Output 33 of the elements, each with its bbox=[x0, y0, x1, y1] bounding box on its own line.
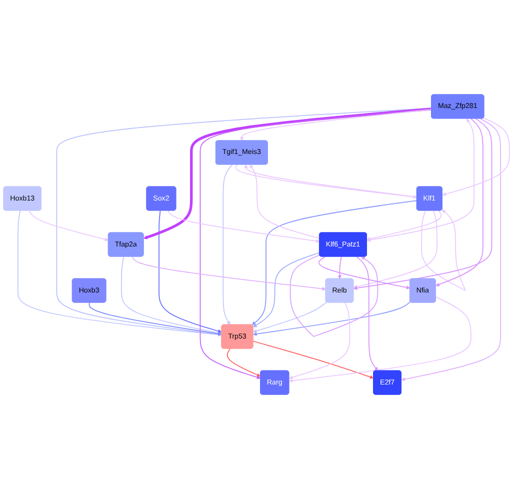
arrow bbox=[353, 118, 492, 290]
arrow bbox=[253, 302, 327, 333]
arrow bbox=[168, 210, 320, 243]
arrow bbox=[436, 118, 484, 286]
arrow bbox=[222, 164, 233, 325]
arrow bbox=[353, 210, 438, 289]
arrow bbox=[226, 348, 261, 377]
arrow bbox=[252, 200, 418, 326]
arrow bbox=[253, 252, 320, 328]
arrow bbox=[356, 256, 378, 371]
arrow bbox=[288, 302, 350, 380]
arrow bbox=[252, 340, 374, 379]
arrow bbox=[253, 301, 411, 336]
arrow bbox=[421, 209, 466, 291]
arrow bbox=[442, 118, 510, 196]
arrow bbox=[132, 256, 326, 291]
arrow bbox=[318, 256, 410, 290]
arrow bbox=[144, 108, 432, 240]
arrow bbox=[366, 118, 474, 242]
arrow bbox=[56, 108, 432, 336]
arrow bbox=[338, 256, 342, 279]
arrow bbox=[288, 296, 472, 383]
arrow bbox=[158, 210, 222, 333]
arrow bbox=[88, 302, 222, 336]
arrow bbox=[401, 118, 502, 382]
arrow bbox=[120, 256, 222, 335]
arrow bbox=[366, 210, 442, 241]
arrow bbox=[18, 210, 222, 337]
arrow bbox=[240, 109, 432, 141]
arrow bbox=[200, 108, 432, 380]
arrow bbox=[250, 164, 320, 239]
arrow bbox=[28, 210, 109, 242]
arrow bbox=[290, 254, 378, 337]
